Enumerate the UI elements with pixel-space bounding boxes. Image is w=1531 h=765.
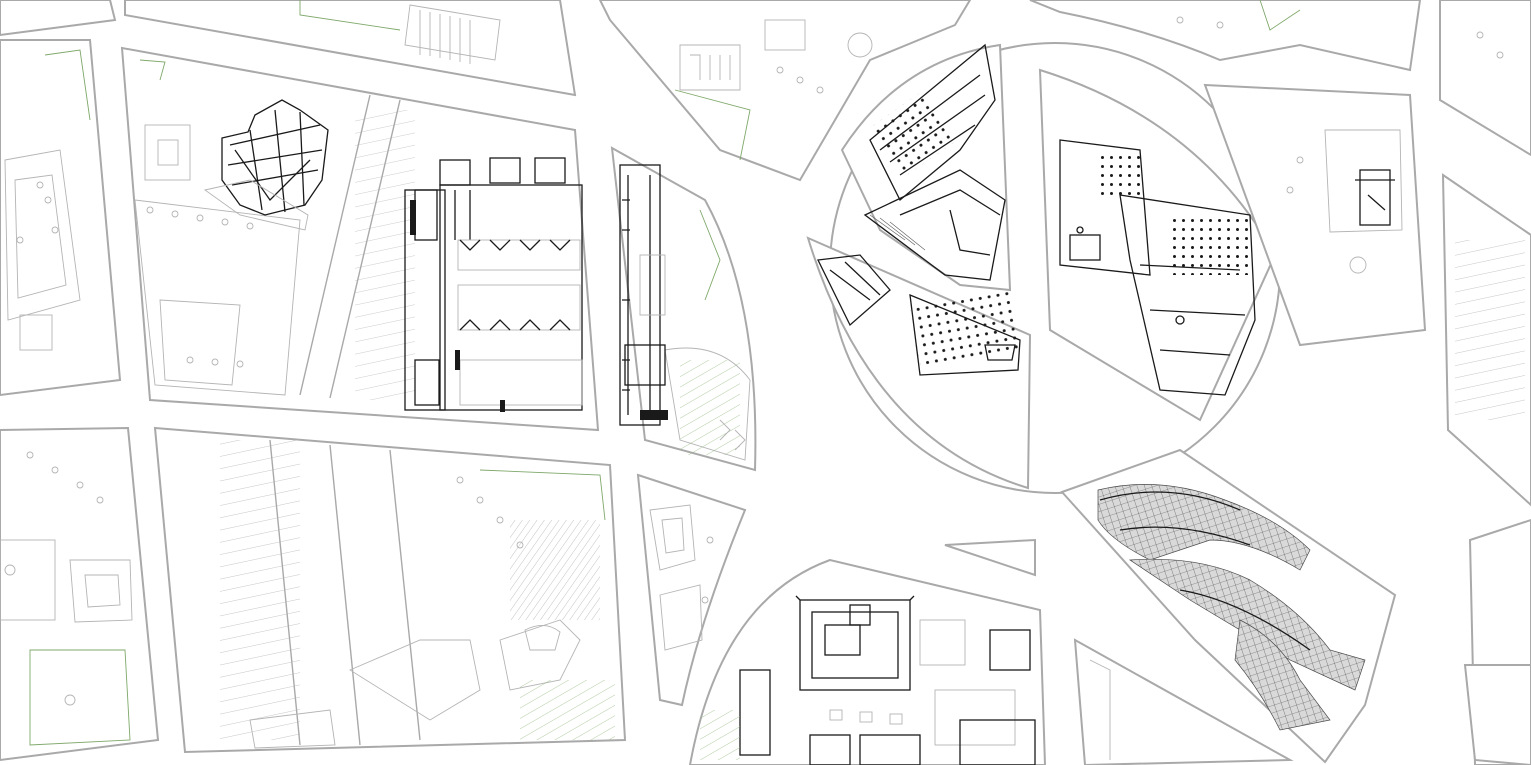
block-bottom-east <box>1073 638 1294 765</box>
wedge-folded-roof <box>840 43 1012 292</box>
wedge-rotated-building <box>1038 68 1277 422</box>
block-top-center <box>124 0 577 97</box>
wedge-dotted-hall <box>806 236 1032 490</box>
sketch-pavilion-plan <box>203 99 329 231</box>
block-central-narrow <box>610 146 757 472</box>
block-left-edge <box>0 0 117 37</box>
block-top-left <box>0 39 122 397</box>
block-top-right <box>1029 0 1422 72</box>
mesh-pavilion-model <box>1097 484 1366 731</box>
block-far-right-top <box>1439 0 1531 157</box>
block-top-north <box>598 0 972 182</box>
block-south-center <box>636 473 747 707</box>
block-sliver <box>944 538 1036 577</box>
block-bottom-left <box>0 426 160 762</box>
block-right-square <box>1203 83 1427 347</box>
block-far-right-mid <box>1441 173 1531 507</box>
block-far-right-bottom <box>1463 518 1531 765</box>
courtyard-building-plan <box>404 157 583 412</box>
long-slab-building-plan <box>619 164 668 426</box>
block-lower-west <box>153 426 627 754</box>
block-bottom-circle <box>688 558 1047 765</box>
block-upper-west <box>120 46 600 432</box>
